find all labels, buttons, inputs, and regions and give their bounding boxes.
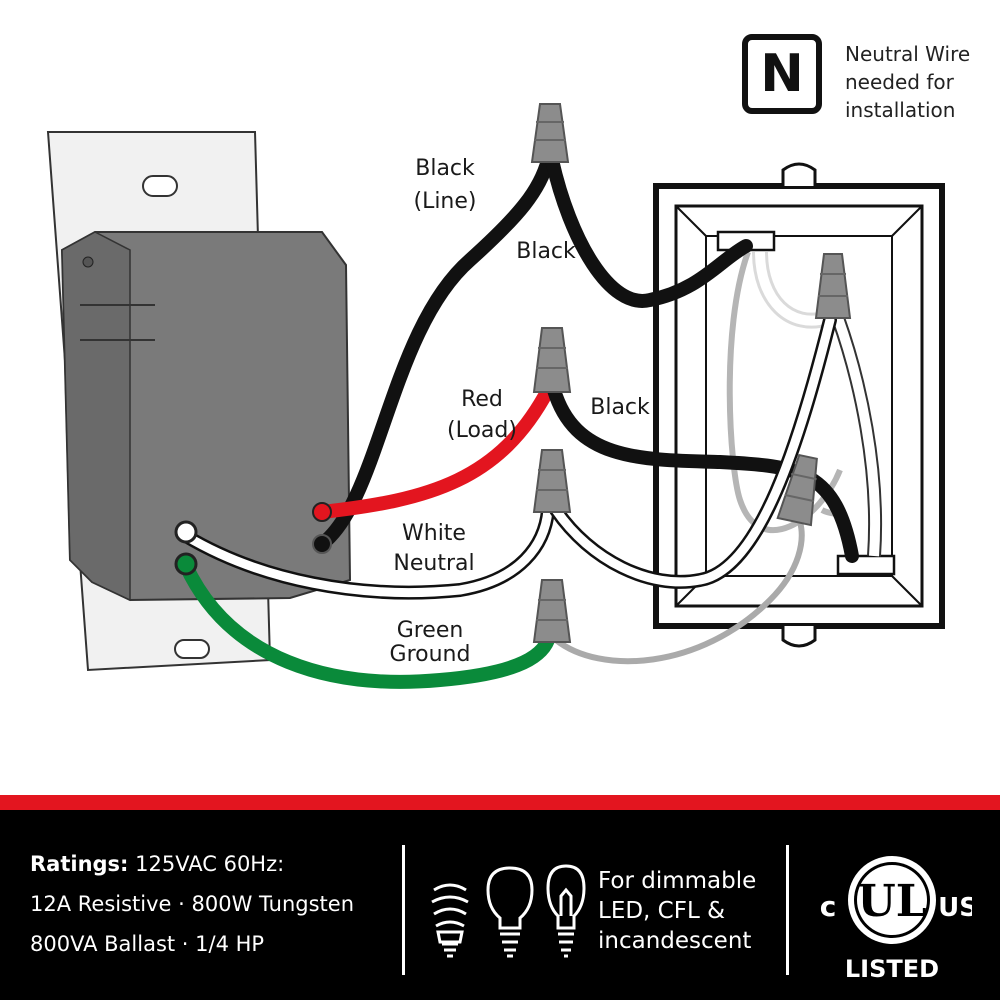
neutral-badge-icon: N bbox=[742, 34, 822, 114]
wire-black-line bbox=[315, 153, 555, 551]
label-white-neutral-1: White bbox=[402, 521, 466, 546]
ul-c: c bbox=[820, 890, 837, 923]
label-black-line-1: Black bbox=[415, 156, 475, 181]
terminal-black bbox=[312, 534, 332, 554]
label-red-load-1: Red bbox=[461, 387, 503, 412]
ratings-block: Ratings: 125VAC 60Hz: 12A Resistive · 80… bbox=[30, 844, 354, 964]
ul-us: US bbox=[938, 893, 972, 923]
led-bulb-icon bbox=[486, 866, 534, 958]
neutral-note: Neutral Wire needed for installation bbox=[845, 40, 995, 124]
wire-nut-red-icon bbox=[532, 327, 572, 393]
footer-divider-1 bbox=[402, 845, 405, 975]
label-green-ground-1: Green bbox=[397, 618, 464, 643]
red-band bbox=[0, 795, 1000, 810]
wire-black-lower bbox=[547, 383, 859, 563]
wiring-diagram: Black (Line) Black Red (Load) Black Whit… bbox=[46, 103, 945, 689]
footer-divider-2 bbox=[786, 845, 789, 975]
wire-green-ground bbox=[179, 559, 555, 689]
terminal-white bbox=[174, 520, 198, 544]
incandescent-bulb-icon bbox=[546, 864, 586, 958]
ratings-line-2: 12A Resistive · 800W Tungsten bbox=[30, 892, 355, 916]
wire-nut-box-lower-icon bbox=[776, 453, 818, 527]
neutral-badge-letter: N bbox=[760, 44, 804, 104]
dimmable-line-1: For dimmable bbox=[598, 868, 757, 894]
ratings-line-1: 125VAC 60Hz: bbox=[128, 852, 285, 876]
ul-mark: UL bbox=[857, 876, 926, 927]
label-green-ground-2: Ground bbox=[390, 642, 471, 667]
ratings-label: Ratings: bbox=[30, 852, 129, 876]
terminal-green bbox=[174, 552, 198, 576]
dimmable-text: For dimmable LED, CFL & incandescent bbox=[598, 866, 756, 956]
terminal-red bbox=[312, 502, 332, 522]
bulb-icons bbox=[431, 864, 586, 958]
neutral-note-line-2: needed for bbox=[845, 70, 954, 94]
wire-grey-ground bbox=[553, 519, 805, 665]
wire-nut-box-upper-icon bbox=[814, 253, 852, 319]
dimmable-line-3: incandescent bbox=[598, 928, 752, 954]
label-red-load-2: (Load) bbox=[447, 418, 517, 443]
label-black-upper: Black bbox=[516, 239, 576, 264]
ground-screw-icon bbox=[82, 256, 94, 268]
wire-nut-black-icon bbox=[530, 103, 570, 163]
wire-white-neutral bbox=[181, 505, 553, 598]
ratings-line-3: 800VA Ballast · 1/4 HP bbox=[30, 932, 265, 956]
neutral-note-line-1: Neutral Wire bbox=[845, 42, 971, 66]
wire-black-upper bbox=[545, 153, 753, 308]
footer: Ratings: 125VAC 60Hz: 12A Resistive · 80… bbox=[0, 810, 1000, 1000]
wire-nut-white-icon bbox=[532, 449, 572, 513]
wire-red-load bbox=[315, 383, 555, 519]
ul-listed: LISTED bbox=[845, 955, 939, 982]
wall-plate-screw-slot-top bbox=[142, 175, 178, 197]
label-black-line-2: (Line) bbox=[413, 189, 476, 214]
neutral-note-line-3: installation bbox=[845, 98, 956, 122]
label-black-lower: Black bbox=[590, 395, 650, 420]
label-white-neutral-2: Neutral bbox=[393, 551, 474, 576]
wall-plate-screw-slot-bottom bbox=[174, 639, 210, 659]
dimmable-line-2: LED, CFL & bbox=[598, 898, 726, 924]
ul-listed-logo: UL c US LISTED bbox=[820, 856, 972, 982]
switch-body-shading bbox=[61, 231, 131, 602]
wire-nut-ground-icon bbox=[532, 579, 572, 643]
cfl-bulb-icon bbox=[431, 883, 469, 958]
